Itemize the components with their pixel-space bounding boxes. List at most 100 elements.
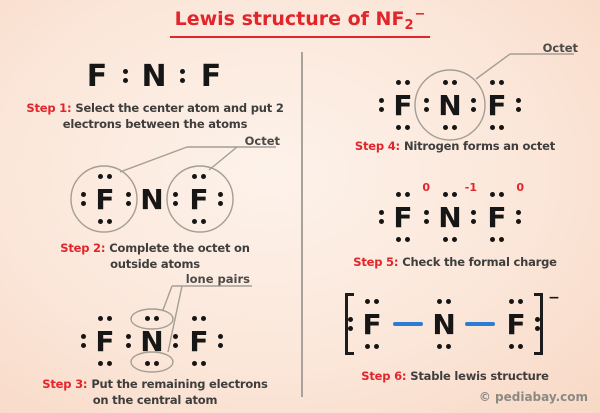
- formula-subscript: 2: [404, 18, 414, 33]
- electron-dot: [365, 299, 371, 304]
- atom-N: N: [141, 47, 167, 105]
- octet-pointer-left: [119, 146, 188, 173]
- step1-label: Step 1:: [26, 101, 72, 115]
- electron-dot: [405, 192, 410, 197]
- electron-dot: [437, 344, 443, 349]
- electron-dot: [98, 361, 103, 366]
- atom-symbol: N: [140, 324, 164, 358]
- atom-N: N: [431, 295, 457, 353]
- lone-pair-bottom: [192, 361, 206, 366]
- electron-dot: [192, 219, 197, 224]
- lone-pair-left: [379, 210, 384, 224]
- lone-pair-bottom: [396, 237, 410, 242]
- electron-dot: [374, 344, 380, 349]
- lone-pair-top: [98, 316, 112, 321]
- electron-dot: [405, 80, 410, 85]
- atom-F: F: [81, 312, 118, 370]
- electron-dot: [218, 343, 223, 348]
- electron-dot: [490, 125, 495, 130]
- lone-pair-bottom: [98, 219, 112, 224]
- atom-F: F: [484, 76, 521, 134]
- lone-pair-top: [145, 316, 159, 321]
- lone-pair-left: [81, 334, 86, 348]
- electron-dot: [192, 361, 197, 366]
- bonding-electron-pair: [173, 192, 178, 206]
- electron-dot: [173, 343, 178, 348]
- electron-dot: [81, 192, 86, 197]
- electron-dot: [173, 334, 178, 339]
- lonepairs-pointer-top: [162, 285, 173, 311]
- atom-N: N: [437, 76, 463, 134]
- step6-caption: Step 6:Stable lewis structure: [312, 368, 598, 384]
- electron-dot: [201, 174, 206, 179]
- electron-dot: [396, 125, 401, 130]
- electron-dot: [443, 237, 448, 242]
- electron-dot: [379, 98, 384, 103]
- electron-dot: [490, 192, 495, 197]
- atom-F: F: [81, 170, 118, 228]
- lone-pair-top: [443, 80, 457, 85]
- step2-octet-annotation: [70, 146, 276, 233]
- lone-pair-top: [437, 299, 452, 304]
- electron-dot: [126, 334, 131, 339]
- electron-dot: [379, 210, 384, 215]
- lone-pair-top: [509, 299, 524, 304]
- lone-pair-bottom: [365, 344, 380, 349]
- electron-dot: [98, 219, 103, 224]
- lone-pair-bottom: [192, 219, 206, 224]
- electron-dot: [499, 125, 504, 130]
- step3-label: Step 3:: [42, 377, 88, 391]
- formal-charge: 0: [516, 181, 524, 194]
- electron-dot: [180, 69, 185, 74]
- bonding-electron-pair: [424, 210, 429, 224]
- electron-dot: [379, 219, 384, 224]
- atom-symbol: F: [487, 200, 507, 234]
- electron-dot: [192, 174, 197, 179]
- atom-symbol: N: [438, 88, 462, 122]
- lone-pair-right: [516, 210, 521, 224]
- electron-dot: [154, 361, 159, 366]
- lone-pair-left: [348, 317, 354, 331]
- electron-dot: [516, 210, 521, 215]
- atom-symbol: F: [506, 307, 526, 341]
- atom-F: F: [84, 47, 110, 105]
- electron-dot: [348, 326, 354, 331]
- electron-dot: [348, 317, 354, 322]
- lonepairs-pointer-bottom: [167, 285, 183, 353]
- lone-pair-right: [535, 317, 541, 331]
- lone-pair-top: [396, 192, 410, 197]
- electron-dot: [107, 361, 112, 366]
- electron-dot: [516, 219, 521, 224]
- octet-circle-right-F: [166, 165, 234, 233]
- electron-dot: [490, 237, 495, 242]
- octet-circle-N: [414, 69, 486, 141]
- step4-octet-annotation: [414, 53, 574, 141]
- left-bracket: [345, 293, 355, 355]
- electron-dot: [218, 201, 223, 206]
- atom-symbol: F: [95, 324, 115, 358]
- electron-dot: [123, 69, 128, 74]
- step2-text-line2: outside atoms: [110, 257, 200, 271]
- column-divider: [301, 52, 303, 397]
- lone-pair-bottom: [437, 344, 452, 349]
- lone-pair-top: [490, 192, 504, 197]
- atom-F: F: [503, 295, 541, 353]
- electron-dot: [499, 237, 504, 242]
- atom-N: N: [139, 170, 165, 228]
- electron-dot: [218, 334, 223, 339]
- step6-label: Step 6:: [361, 369, 407, 383]
- electron-dot: [180, 78, 185, 83]
- bonding-electron-pair: [126, 334, 131, 348]
- electron-dot: [201, 361, 206, 366]
- lone-pair-right: [218, 192, 223, 206]
- bonding-electron-pair: [471, 98, 476, 112]
- bonding-electron-pair: [424, 98, 429, 112]
- electron-dot: [145, 316, 150, 321]
- octet-circle-left-F: [70, 165, 138, 233]
- bonding-electron-pair: [173, 334, 178, 348]
